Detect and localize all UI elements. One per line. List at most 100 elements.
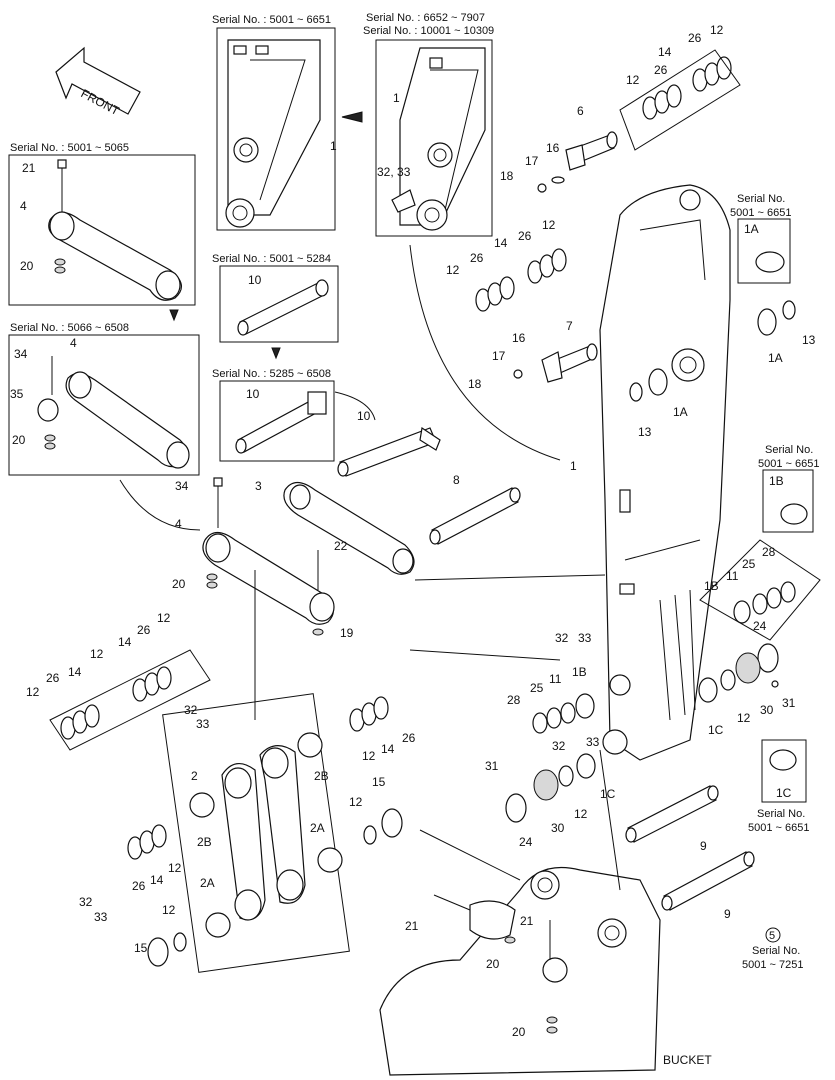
drawing-stroke xyxy=(429,529,441,545)
washer-set-left xyxy=(60,666,172,740)
drawing-stroke xyxy=(166,441,190,469)
drawing-stroke xyxy=(602,729,628,755)
drawing-stroke xyxy=(234,889,262,921)
link-detail-2 xyxy=(37,356,190,469)
drawing-stroke xyxy=(433,894,471,911)
part-callout: 32 xyxy=(184,703,198,717)
part-callout: 12 xyxy=(26,685,40,699)
part-callout: 20 xyxy=(486,957,500,971)
part-callout: 12 xyxy=(157,611,171,625)
drawing-stroke xyxy=(289,484,311,510)
part-callout: 20 xyxy=(172,577,186,591)
pin-detail-2 xyxy=(235,391,327,454)
bushing-1a xyxy=(629,300,796,402)
drawing-stroke xyxy=(752,593,768,615)
drawing-stroke xyxy=(49,211,75,241)
drawing-stroke xyxy=(624,539,701,561)
part-callout: 1B xyxy=(572,665,587,679)
drawing-stroke xyxy=(679,189,701,211)
drawing-stroke xyxy=(780,503,808,525)
drawing-stroke xyxy=(119,479,201,531)
drawing-stroke xyxy=(733,600,751,624)
part-callout: 33 xyxy=(586,735,600,749)
part-callout: 1B xyxy=(704,579,719,593)
drawing-stroke xyxy=(433,148,447,162)
part-callout: 13 xyxy=(638,425,652,439)
drawing-stroke xyxy=(661,895,673,911)
drawing-stroke xyxy=(619,49,741,151)
part-callout: 12 xyxy=(710,23,724,37)
drawing-stroke xyxy=(312,628,324,636)
part-callout: 19 xyxy=(340,626,354,640)
drawing-stroke xyxy=(419,829,521,881)
drawing-stroke xyxy=(224,767,252,799)
drawing-stroke xyxy=(532,712,548,734)
drawing-stroke xyxy=(227,39,321,216)
drawing-stroke xyxy=(259,745,306,904)
drawing-stroke xyxy=(546,707,562,729)
part-callout: 18 xyxy=(468,377,482,391)
drawing-stroke xyxy=(155,270,181,300)
part-callout: 8 xyxy=(453,473,460,487)
serial-label: 5001 ~ 6651 xyxy=(748,822,809,834)
bracket-2 xyxy=(189,732,343,938)
part-callout: 10 xyxy=(357,409,371,423)
pin-9-lower xyxy=(661,851,755,911)
drawing-stroke xyxy=(54,266,66,274)
part-callout: 1 xyxy=(570,459,577,473)
pointer-arrow xyxy=(169,309,179,322)
part-callout: 17 xyxy=(525,154,539,168)
drawing-stroke xyxy=(431,487,519,545)
drawing-stroke xyxy=(68,371,92,399)
drawing-stroke xyxy=(173,932,187,952)
drawing-stroke xyxy=(84,704,100,728)
drawing-stroke xyxy=(565,144,586,171)
inset-label: 1A xyxy=(744,222,759,236)
part-callout: 13 xyxy=(802,333,816,347)
part-callout: 21 xyxy=(520,914,534,928)
drawing-stroke xyxy=(679,356,697,374)
reference-circle xyxy=(765,927,781,943)
drawing-stroke xyxy=(409,649,561,661)
part-callout: 9 xyxy=(724,907,731,921)
reference-number: 5 xyxy=(769,930,775,942)
part-callout: 28 xyxy=(507,693,521,707)
drawing-stroke xyxy=(206,573,218,581)
part-callout: 9 xyxy=(700,839,707,853)
part-callout: 4 xyxy=(175,517,182,531)
drawing-stroke xyxy=(283,481,415,575)
drawing-stroke xyxy=(225,198,255,228)
drawing-stroke xyxy=(533,769,559,801)
part-callout: 34 xyxy=(14,347,28,361)
detail-box-left2 xyxy=(8,334,200,476)
drawing-stroke xyxy=(315,279,329,297)
drawing-stroke xyxy=(379,866,661,1076)
drawing-stroke xyxy=(235,438,247,454)
drawing-stroke xyxy=(250,59,306,201)
part-callout: 26 xyxy=(46,671,60,685)
drawing-stroke xyxy=(44,442,56,450)
drawing-stroke xyxy=(429,57,443,69)
part-callout: 17 xyxy=(492,349,506,363)
part-callout: 32, 33 xyxy=(377,165,411,179)
drawing-stroke xyxy=(666,84,682,108)
inset-1b xyxy=(762,469,814,533)
serial-label: Serial No. xyxy=(752,945,800,957)
drawing-stroke xyxy=(599,184,731,761)
part-callout: 31 xyxy=(485,759,499,773)
drawing-stroke xyxy=(698,677,718,703)
part-callout: 12 xyxy=(446,263,460,277)
drawing-stroke xyxy=(363,825,377,845)
part-callout: 12 xyxy=(574,807,588,821)
drawing-stroke xyxy=(309,592,335,622)
part-callout: 31 xyxy=(782,696,796,710)
drawing-stroke xyxy=(469,900,516,940)
drawing-stroke xyxy=(57,159,67,169)
part-callout: 26 xyxy=(654,63,668,77)
pin-7 xyxy=(513,343,598,383)
part-callout: 1C xyxy=(708,723,724,737)
bucket-label: BUCKET xyxy=(663,1053,712,1067)
pin-10 xyxy=(337,426,441,477)
